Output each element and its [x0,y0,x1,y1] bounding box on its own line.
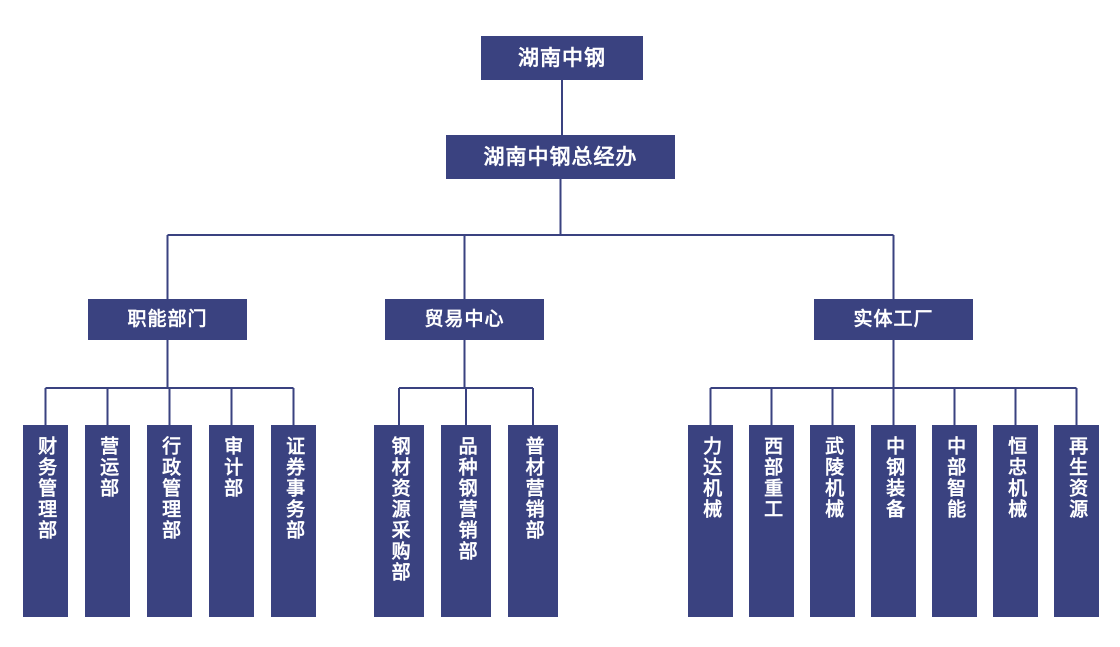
org-node-department[interactable]: 中钢装备 [871,425,916,617]
org-node-department[interactable]: 普材营销部 [508,425,558,617]
org-node-label: 恒忠机械 [1005,436,1028,520]
org-node-label: 湖南中钢总经办 [483,144,638,169]
org-node-department[interactable]: 武陵机械 [810,425,855,617]
org-node-division[interactable]: 职能部门 [88,299,247,340]
org-node-label: 职能部门 [127,308,208,331]
org-node-department[interactable]: 力达机械 [688,425,733,617]
org-node-label: 行政管理部 [159,436,182,541]
org-node-label: 中钢装备 [883,436,906,520]
org-node-department[interactable]: 再生资源 [1054,425,1099,617]
org-node-label: 普材营销部 [522,436,545,541]
org-node-label: 钢材资源采购部 [388,436,411,583]
org-node-department[interactable]: 恒忠机械 [993,425,1038,617]
org-node-label: 中部智能 [944,436,967,520]
org-node-department[interactable]: 西部重工 [749,425,794,617]
org-node-label: 审计部 [221,436,244,499]
org-node-division[interactable]: 贸易中心 [385,299,544,340]
org-node-department[interactable]: 营运部 [85,425,130,617]
org-node-label: 湖南中钢 [518,45,606,70]
org-node-root[interactable]: 湖南中钢 [481,36,643,80]
org-node-department[interactable]: 行政管理部 [147,425,192,617]
org-node-label: 营运部 [97,436,120,499]
org-node-department[interactable]: 财务管理部 [23,425,68,617]
org-node-department[interactable]: 钢材资源采购部 [374,425,424,617]
org-node-department[interactable]: 证券事务部 [271,425,316,617]
org-node-label: 西部重工 [761,436,784,520]
org-node-label: 再生资源 [1066,436,1089,520]
org-node-department[interactable]: 审计部 [209,425,254,617]
org-node-label: 品种钢营销部 [455,436,478,562]
org-node-label: 力达机械 [700,436,723,520]
org-node-label: 实体工厂 [853,308,934,331]
org-node-label: 贸易中心 [424,308,505,331]
org-node-department[interactable]: 中部智能 [932,425,977,617]
org-node-department[interactable]: 品种钢营销部 [441,425,491,617]
org-node-division[interactable]: 实体工厂 [814,299,973,340]
org-node-label: 武陵机械 [822,436,845,520]
org-node-label: 证券事务部 [283,436,306,541]
org-node-label: 财务管理部 [35,436,58,541]
org-node-general-manager-office[interactable]: 湖南中钢总经办 [446,135,675,179]
